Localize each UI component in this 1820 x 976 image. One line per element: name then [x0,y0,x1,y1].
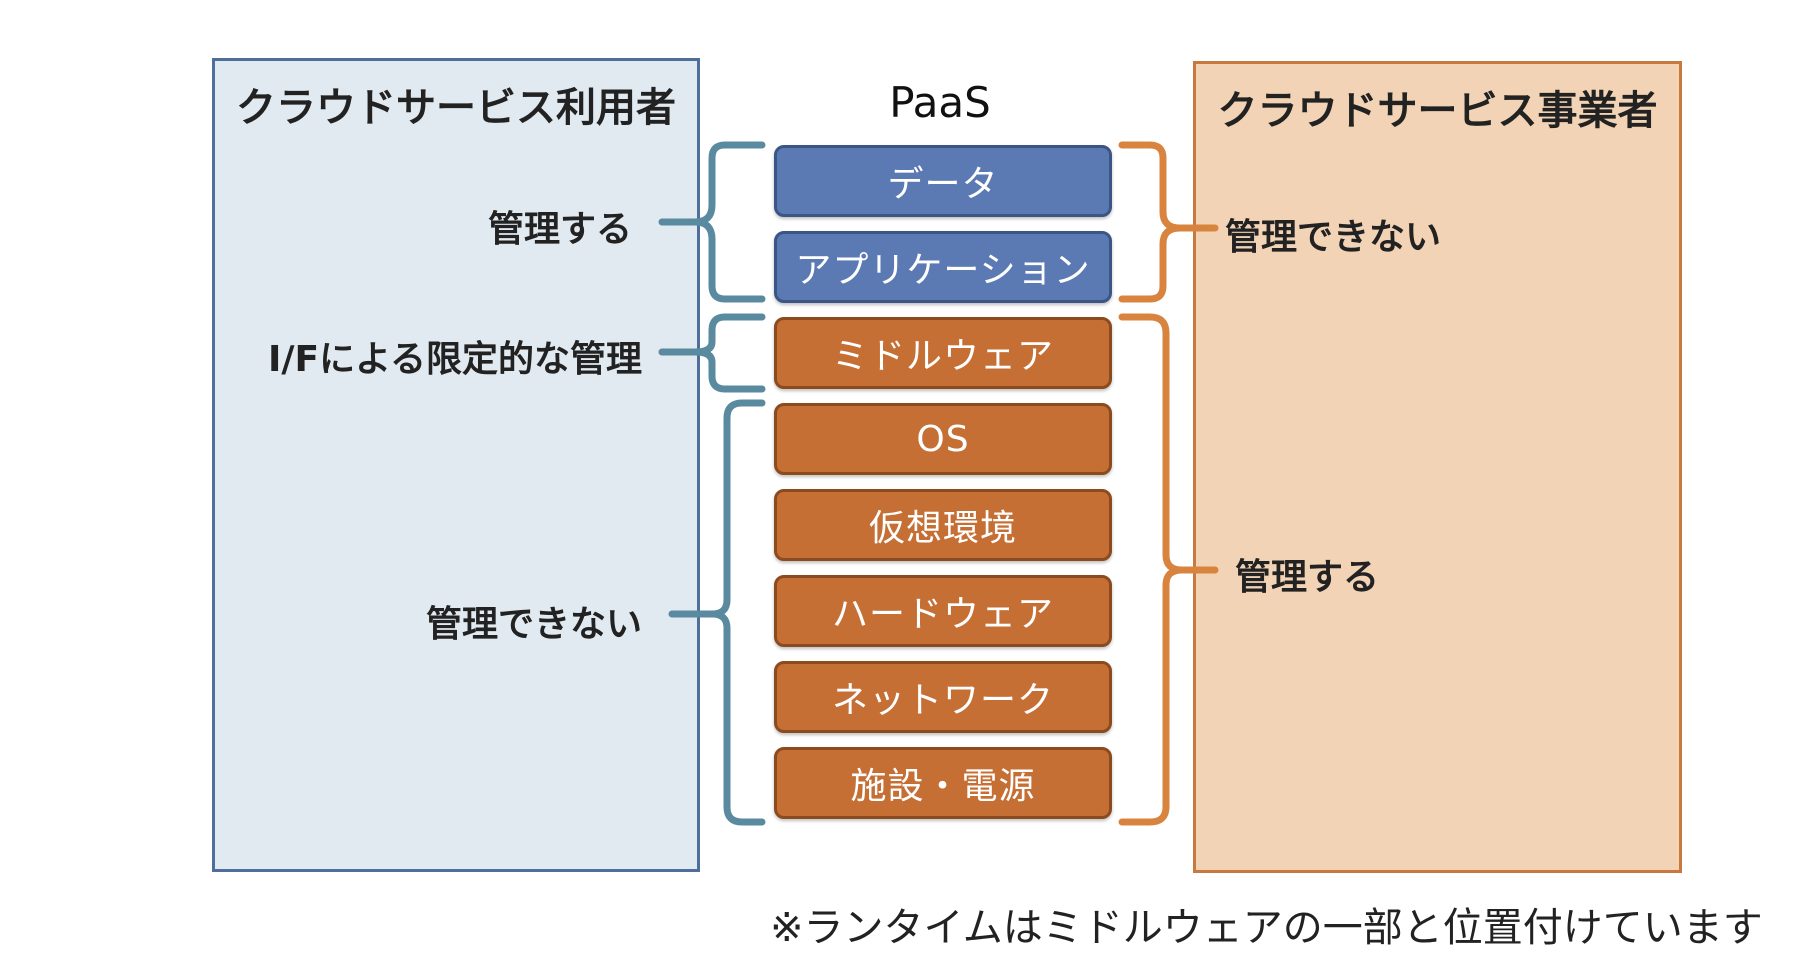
layer-application: アプリケーション [774,231,1112,303]
user-panel-title: クラウドサービス利用者 [236,85,676,131]
user-bracket-cannot [668,399,766,826]
user-label-manage: 管理する [487,209,632,250]
user-label-cannot: 管理できない [425,604,642,645]
user-label-limited: I/Fによる限定的な管理 [267,339,642,380]
layer-middleware: ミドルウェア [774,317,1112,389]
layer-virtualization: 仮想環境 [774,489,1112,561]
layer-facility-power: 施設・電源 [774,747,1112,819]
layer-os: OS [774,403,1112,475]
layer-data: データ [774,145,1112,217]
layer-hardware: ハードウェア [774,575,1112,647]
provider-label-manage: 管理する [1235,557,1380,598]
provider-label-cannot: 管理できない [1225,217,1442,258]
stack-title: PaaS [889,78,991,127]
user-panel: クラウドサービス利用者 [212,58,700,872]
provider-panel-title: クラウドサービス事業者 [1217,88,1658,134]
user-bracket-manage [658,141,766,303]
footnote: ※ランタイムはミドルウェアの一部と位置付けています [770,905,1763,951]
provider-bracket-manage [1118,313,1219,826]
provider-panel: クラウドサービス事業者 [1193,61,1682,873]
user-bracket-limited [658,313,766,393]
layer-network: ネットワーク [774,661,1112,733]
provider-bracket-cannot [1118,141,1219,303]
